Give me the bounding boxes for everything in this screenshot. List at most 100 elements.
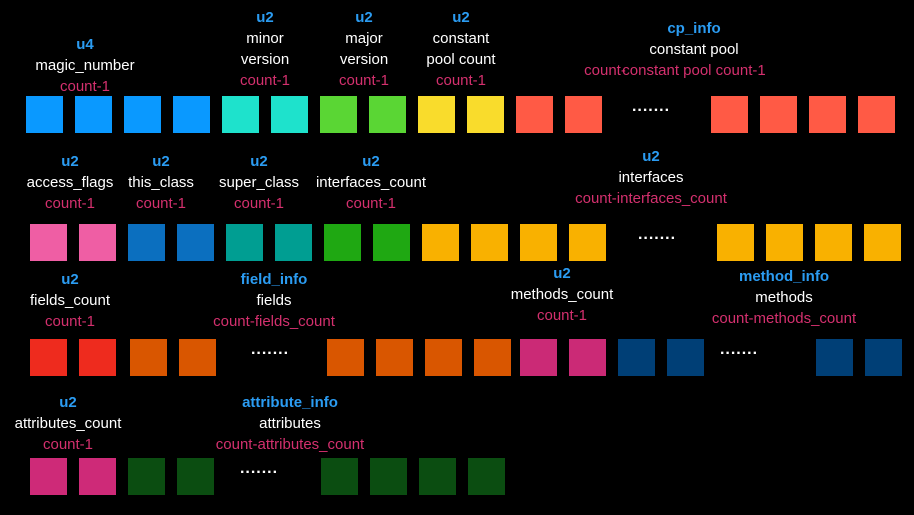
- access-flags-count-label: count-1: [44, 195, 96, 212]
- access-flags-byte-block: [30, 224, 67, 261]
- attributes-byte-block: [419, 458, 456, 495]
- minor-version-name-label: minor: [246, 30, 284, 47]
- super-class-byte-block: [226, 224, 263, 261]
- major-version-name-label: major: [345, 30, 383, 47]
- methods-byte-block: [667, 339, 704, 376]
- minor-version-byte-block: [271, 96, 308, 133]
- interfaces-byte-block: [766, 224, 803, 261]
- minor-version-byte-block: [222, 96, 259, 133]
- constant-pool-count-name-label: constant: [432, 30, 490, 47]
- this-class-byte-block: [177, 224, 214, 261]
- fields-name-label: fields: [256, 292, 292, 309]
- fields-byte-block: [474, 339, 511, 376]
- interfaces-count-label: count-interfaces_count: [575, 190, 727, 207]
- magic-number-type-label: u4: [76, 36, 94, 53]
- interfaces-byte-block: [471, 224, 508, 261]
- attributes-byte-block: [321, 458, 358, 495]
- constant-pool-count-type-label: u2: [452, 9, 470, 26]
- minor-version-count-label: count-1: [239, 72, 291, 89]
- interfaces-byte-block: [569, 224, 606, 261]
- constant-pool-byte-block: [858, 96, 895, 133]
- constant-pool-count-label: constant pool count-1: [622, 62, 766, 79]
- access-flags-type-label: u2: [61, 153, 79, 170]
- ellipsis: .......: [250, 341, 290, 358]
- interfaces-byte-block: [815, 224, 852, 261]
- constant-pool-type-label: cp_info: [667, 20, 721, 37]
- fields-count-name-label: fields_count: [29, 292, 111, 309]
- ellipsis: .......: [631, 98, 671, 115]
- constant-pool-count-name-label: pool count: [426, 51, 496, 68]
- magic-number-byte-block: [173, 96, 210, 133]
- methods-byte-block: [618, 339, 655, 376]
- minor-version-type-label: u2: [256, 9, 274, 26]
- magic-number-byte-block: [26, 96, 63, 133]
- constant-pool-count-count-label: count-1: [435, 72, 487, 89]
- fields-count-type-label: u2: [61, 271, 79, 288]
- methods-count-byte-block: [520, 339, 557, 376]
- access-flags-byte-block: [79, 224, 116, 261]
- interfaces-count-type-label: u2: [362, 153, 380, 170]
- fields-byte-block: [425, 339, 462, 376]
- magic-number-byte-block: [124, 96, 161, 133]
- constant-pool-byte-block: [516, 96, 553, 133]
- interfaces-type-label: u2: [642, 148, 660, 165]
- fields-type-label: field_info: [240, 271, 308, 288]
- methods-byte-block: [816, 339, 853, 376]
- constant-pool-name-label: constant pool: [649, 41, 739, 58]
- this-class-count-label: count-1: [135, 195, 187, 212]
- interfaces-count-byte-block: [373, 224, 410, 261]
- attributes-count-count-label: count-1: [42, 436, 94, 453]
- ellipsis: .......: [239, 460, 279, 477]
- this-class-type-label: u2: [152, 153, 170, 170]
- magic-number-count-label: count-1: [59, 78, 111, 95]
- attributes-byte-block: [128, 458, 165, 495]
- attributes-type-label: attribute_info: [242, 394, 338, 411]
- interfaces-byte-block: [717, 224, 754, 261]
- fields-count-count-label: count-1: [44, 313, 96, 330]
- major-version-name-label: version: [339, 51, 389, 68]
- constant-pool-byte-block: [711, 96, 748, 133]
- interfaces-count-name-label: interfaces_count: [315, 174, 427, 191]
- interfaces-byte-block: [422, 224, 459, 261]
- attributes-count-byte-block: [79, 458, 116, 495]
- attributes-count-byte-block: [30, 458, 67, 495]
- interfaces-byte-block: [520, 224, 557, 261]
- super-class-type-label: u2: [250, 153, 268, 170]
- this-class-byte-block: [128, 224, 165, 261]
- interfaces-name-label: interfaces: [618, 169, 684, 186]
- fields-count-byte-block: [30, 339, 67, 376]
- methods-count-label: count-methods_count: [711, 310, 857, 327]
- attributes-byte-block: [370, 458, 407, 495]
- fields-count-label: count-fields_count: [213, 313, 335, 330]
- constant-pool-byte-block: [565, 96, 602, 133]
- attributes-count-name-label: attributes_count: [14, 415, 122, 432]
- attributes-count-type-label: u2: [59, 394, 77, 411]
- constant-pool-byte-block: [760, 96, 797, 133]
- methods-count-name-label: methods_count: [510, 286, 614, 303]
- fields-byte-block: [327, 339, 364, 376]
- interfaces-byte-block: [864, 224, 901, 261]
- access-flags-name-label: access_flags: [26, 174, 114, 191]
- fields-byte-block: [130, 339, 167, 376]
- major-version-type-label: u2: [355, 9, 373, 26]
- methods-count-count-label: count-1: [536, 307, 588, 324]
- ellipsis: .......: [719, 341, 759, 358]
- magic-number-byte-block: [75, 96, 112, 133]
- constant-pool-prefix-count-label: count-: [584, 62, 626, 79]
- methods-count-type-label: u2: [553, 265, 571, 282]
- constant-pool-byte-block: [809, 96, 846, 133]
- interfaces-count-byte-block: [324, 224, 361, 261]
- super-class-name-label: super_class: [218, 174, 300, 191]
- this-class-name-label: this_class: [128, 174, 194, 191]
- major-version-byte-block: [320, 96, 357, 133]
- methods-name-label: methods: [755, 289, 813, 306]
- attributes-count-label: count-attributes_count: [215, 436, 365, 453]
- fields-count-byte-block: [79, 339, 116, 376]
- constant-pool-count-byte-block: [418, 96, 455, 133]
- methods-type-label: method_info: [739, 268, 829, 285]
- major-version-byte-block: [369, 96, 406, 133]
- super-class-byte-block: [275, 224, 312, 261]
- fields-byte-block: [179, 339, 216, 376]
- methods-count-byte-block: [569, 339, 606, 376]
